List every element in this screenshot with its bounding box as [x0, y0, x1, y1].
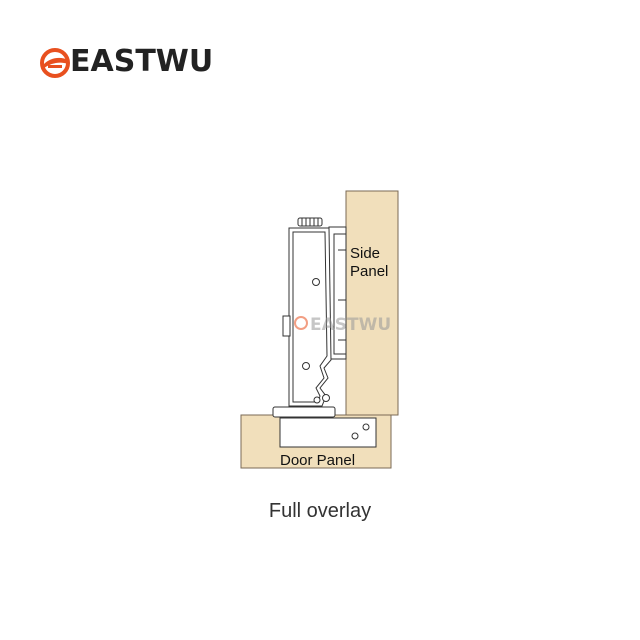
side-panel [345, 190, 399, 416]
eastwu-logo-icon [40, 48, 70, 78]
brand-logo: EASTWU [40, 42, 213, 82]
brand-name: EASTWU [70, 44, 214, 79]
side-panel-label-2: Panel [350, 263, 388, 280]
hinge-icon [272, 217, 377, 448]
diagram-caption: Full overlay [268, 500, 372, 522]
watermark-text: EASTWU [310, 315, 391, 335]
watermark: EASTWU [294, 315, 391, 335]
side-panel-label-1: Side [350, 245, 380, 262]
door-panel-label: Door Panel [280, 452, 355, 469]
